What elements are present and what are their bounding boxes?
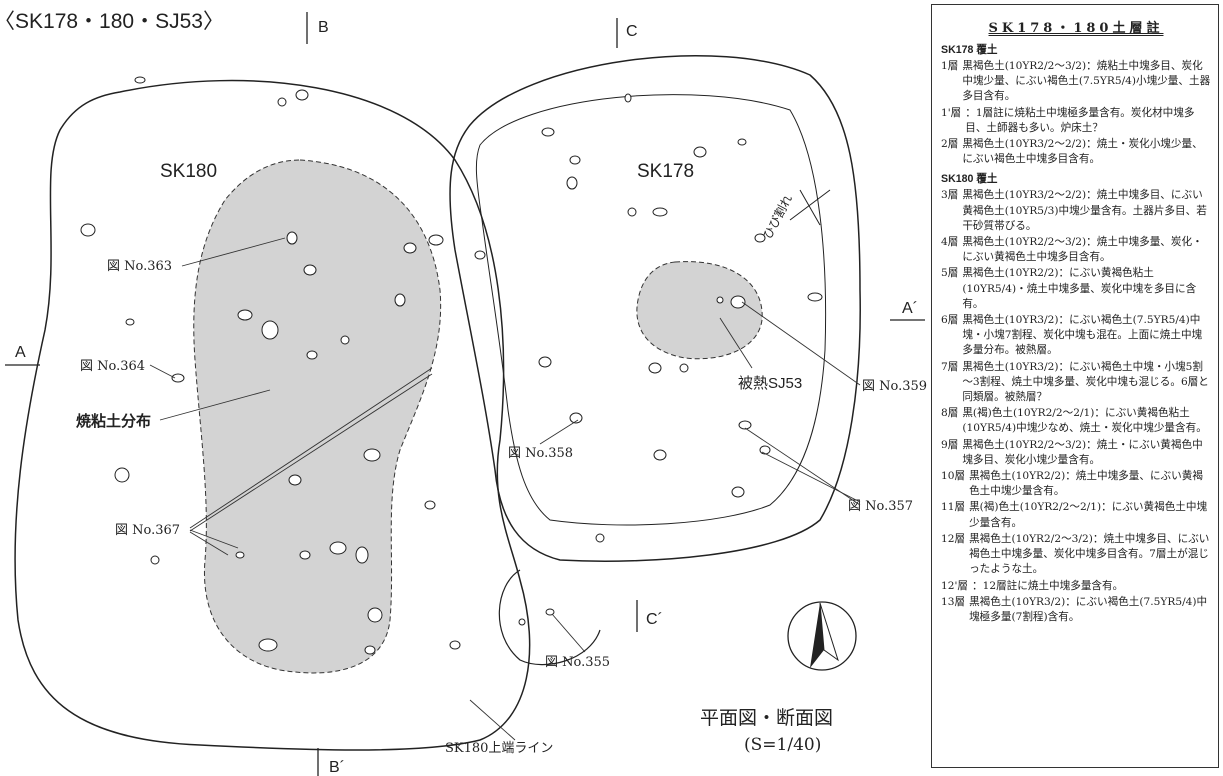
- layer-number: 6層: [941, 314, 959, 327]
- edge-line-label: SK180上端ライン: [445, 741, 553, 756]
- layer-description: 黒(褐)色土(10YR2/2～2/1)：にぶい黄褐色土中塊少量含有。: [969, 501, 1208, 529]
- layer-description: ：12層註に焼土中塊多量含有。: [972, 579, 1124, 592]
- hearth-label: 被熱SJ53: [738, 375, 802, 392]
- section-markers: A A´ B B´ C C´: [5, 12, 925, 776]
- layer-number: 2層: [941, 138, 959, 151]
- layer-number: 8層: [941, 407, 959, 420]
- legend-layer: 5層黒褐色土(10YR2/2)：にぶい黄褐色粘土(10YR5/4)・焼土中塊多量…: [941, 266, 1211, 312]
- layer-number: 4層: [941, 236, 959, 249]
- stones: [80, 76, 823, 655]
- layer-description: 黒褐色土(10YR2/2～3/2)：焼土中塊多目、にぶい褐色土中塊多量、炭化中塊…: [969, 532, 1210, 576]
- sk178-outline: [449, 55, 861, 562]
- ref-no359: 図 No.359: [862, 379, 927, 394]
- legend-layer: 12'層 ：12層註に焼土中塊多量含有。: [941, 579, 1211, 594]
- sk180-outline: [14, 79, 531, 751]
- burnt-clay-area: [193, 159, 442, 674]
- layer-number: 13層: [941, 595, 966, 608]
- legend-layer: 12層黒褐色土(10YR2/2～3/2)：焼土中塊多目、にぶい褐色土中塊多量、炭…: [941, 532, 1211, 578]
- layer-number: 1層: [941, 60, 959, 72]
- layer-number: 12層: [941, 532, 966, 545]
- legend-group-heading: SK180 覆土: [941, 173, 998, 186]
- legend-layer: 11層黒(褐)色土(10YR2/2～2/1)：にぶい黄褐色土中塊少量含有。: [941, 500, 1211, 530]
- layer-number: 12'層: [941, 579, 968, 592]
- layer-number: 3層: [941, 189, 959, 202]
- pit-label-sk178: SK178: [637, 161, 694, 182]
- layer-description: 黒褐色土(10YR3/2～2/2)：焼土中塊多目、にぶい黄褐色土(10YR5/3…: [962, 189, 1207, 232]
- legend-layer: 3層黒褐色土(10YR3/2～2/2)：焼土中塊多目、にぶい黄褐色土(10YR5…: [941, 188, 1211, 234]
- legend-layer: 10層黒褐色土(10YR2/2)：焼土中塊多量、にぶい黄褐色土中塊少量含有。: [941, 469, 1211, 499]
- layer-description: 黒褐色土(10YR3/2)：にぶい褐色土(7.5YR5/4)中塊極多量(7割程)…: [969, 595, 1208, 623]
- layer-number: 9層: [941, 438, 959, 451]
- legend-layer: 8層黒(褐)色土(10YR2/2～2/1)：にぶい黄褐色粘土(10YR5/4)中…: [941, 406, 1211, 436]
- legend-layer: 2層黒褐色土(10YR3/2～2/2)：焼土・炭化小塊少量、にぶい褐色土中塊多目…: [941, 137, 1211, 167]
- legend-layer: 4層黒褐色土(10YR2/2～3/2)：焼土中塊多量、炭化・にぶい黄褐色土中塊多…: [941, 235, 1211, 265]
- layer-number: 7層: [941, 360, 959, 373]
- leader-lines: [149, 237, 861, 741]
- ref-no367: 図 No.367: [115, 523, 180, 538]
- pit-label-sk180: SK180: [160, 161, 217, 182]
- layer-number: 5層: [941, 267, 959, 280]
- legend-body: SK178 覆土 1層黒褐色土(10YR2/2～3/2)：焼粘土中塊多目、炭化中塊…: [941, 42, 1211, 625]
- crack-label: ひび割れ: [759, 192, 795, 241]
- marker-b: B: [318, 19, 329, 36]
- ref-no357: 図 No.357: [848, 499, 913, 514]
- layer-number: 11層: [941, 501, 966, 514]
- layer-number: 10層: [941, 470, 966, 483]
- layer-description: 黒褐色土(10YR3/2)：にぶい褐色土(7.5YR5/4)中塊・小塊7割程、炭…: [962, 314, 1203, 357]
- layer-description: 黒褐色土(10YR2/2)：焼土中塊多量、にぶい黄褐色土中塊少量含有。: [969, 470, 1203, 498]
- ref-no355: 図 No.355: [545, 655, 610, 670]
- north-arrow-icon: [787, 601, 857, 671]
- legend-group-heading: SK178 覆土: [941, 44, 998, 56]
- layer-description: 黒褐色土(10YR3/2)：にぶい褐色土中塊・小塊5割～3割程、焼土中塊多量、炭…: [962, 360, 1209, 404]
- map-title: 平面図・断面図: [700, 707, 833, 729]
- ref-no358: 図 No.358: [508, 446, 573, 461]
- legend-title: SK178・180土層註: [988, 21, 1164, 36]
- plan-map: 〈SK178・180・SJ53〉: [0, 10, 927, 776]
- legend-layer: 1層黒褐色土(10YR2/2～3/2)：焼粘土中塊多目、炭化中塊少量、にぶい褐色…: [941, 59, 1211, 105]
- hearth-sj53: [636, 261, 763, 360]
- ref-no364: 図 No.364: [80, 359, 145, 374]
- legend-layer: 7層黒褐色土(10YR3/2)：にぶい褐色土中塊・小塊5割～3割程、焼土中塊多量…: [941, 360, 1211, 406]
- marker-a: A: [15, 344, 26, 361]
- marker-b-prime: B´: [329, 759, 345, 776]
- burnt-area-label: 焼粘土分布: [76, 412, 151, 430]
- sk180-lobe: [498, 569, 601, 666]
- legend-layer: 6層黒褐色土(10YR3/2)：にぶい褐色土(7.5YR5/4)中塊・小塊7割程…: [941, 313, 1211, 359]
- legend-layer: 1'層：1層註に焼粘土中塊極多量含有。炭化材中塊多目、土師器も多い。炉床土？: [941, 106, 1211, 136]
- sk178-inner-line: [475, 94, 827, 526]
- layer-description: 黒褐色土(10YR2/2～3/2)：焼土中塊多量、炭化・にぶい黄褐色土中塊多目含…: [962, 236, 1203, 264]
- legend-layer: 13層黒褐色土(10YR3/2)：にぶい褐色土(7.5YR5/4)中塊極多量(7…: [941, 595, 1211, 625]
- layer-description: ：1層註に焼粘土中塊極多量含有。炭化材中塊多目、土師器も多い。炉床土？: [965, 106, 1195, 134]
- map-heading: 〈SK178・180・SJ53〉: [0, 10, 224, 33]
- layer-description: 黒褐色土(10YR3/2～2/2)：焼土・炭化小塊少量、にぶい褐色土中塊多目含有…: [962, 138, 1203, 166]
- marker-c: C: [626, 23, 638, 40]
- layer-description: 黒(褐)色土(10YR2/2～2/1)：にぶい黄褐色粘土(10YR5/4)中塊少…: [962, 407, 1207, 435]
- layer-description: 黒褐色土(10YR2/2～3/2)：焼粘土中塊多目、炭化中塊少量、にぶい褐色土(…: [962, 60, 1211, 103]
- ref-no363: 図 No.363: [107, 259, 172, 274]
- marker-a-prime: A´: [902, 300, 918, 317]
- layer-number: 1'層: [941, 106, 962, 119]
- legend-layer: 9層黒褐色土(10YR2/2～3/2)：焼土・にぶい黄褐色中塊多目、炭化小塊少量…: [941, 438, 1211, 468]
- layer-description: 黒褐色土(10YR2/2～3/2)：焼土・にぶい黄褐色中塊多目、炭化小塊少量含有…: [962, 438, 1203, 466]
- map-scale: (S=1/40): [744, 735, 821, 755]
- marker-c-prime: C´: [646, 611, 663, 628]
- layer-description: 黒褐色土(10YR2/2)：にぶい黄褐色粘土(10YR5/4)・焼土中塊多量、炭…: [962, 267, 1197, 310]
